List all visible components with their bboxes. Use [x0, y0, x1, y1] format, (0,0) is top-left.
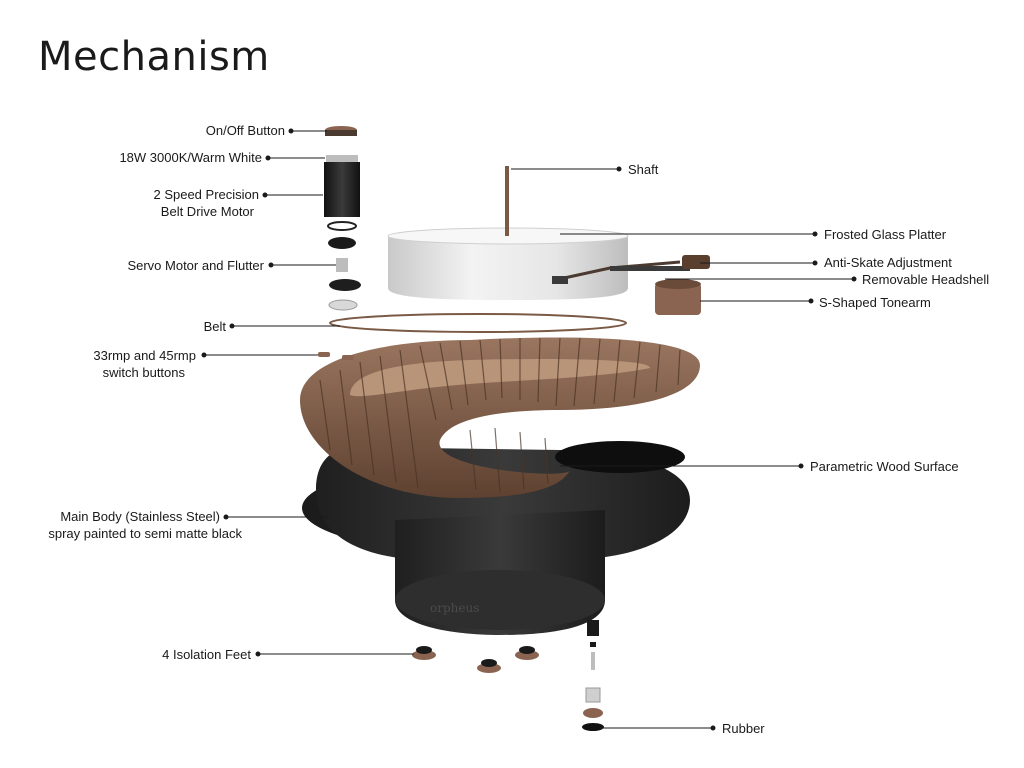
label-frosted-glass-platter: Frosted Glass Platter	[824, 227, 947, 242]
label-main-body-line-2: spray painted to semi matte black	[48, 526, 242, 541]
label-motor-line-2: Belt Drive Motor	[160, 204, 254, 219]
label-anti-skate: Anti-Skate Adjustment	[824, 255, 952, 270]
left-component-stack	[324, 126, 361, 311]
label-on-off-button: On/Off Button	[205, 123, 285, 138]
label-switch-line-1: 33rmp and 45rmp	[93, 348, 196, 363]
label-main-body-line-1: Main Body (Stainless Steel)	[60, 509, 220, 524]
tonearm-assembly	[552, 255, 710, 315]
label-switch-line-2: switch buttons	[102, 365, 185, 380]
shaft-illustration	[505, 166, 509, 236]
label-led: 18W 3000K/Warm White	[119, 150, 262, 165]
belt-illustration	[329, 313, 627, 333]
label-parametric-wood: Parametric Wood Surface	[810, 459, 959, 474]
switch-button-45	[342, 355, 354, 360]
label-isolation-feet: 4 Isolation Feet	[162, 647, 251, 662]
label-motor-line-1: 2 Speed Precision	[153, 187, 259, 202]
switch-button-33	[318, 352, 330, 357]
label-servo: Servo Motor and Flutter	[127, 258, 264, 273]
brand-mark: orpheus	[430, 601, 479, 615]
page-title: Mechanism	[38, 34, 270, 80]
label-belt: Belt	[203, 319, 226, 334]
rubber-foot-exploded	[582, 620, 604, 731]
label-removable-headshell: Removable Headshell	[862, 272, 990, 287]
glass-platter	[387, 227, 629, 300]
label-tonearm: S-Shaped Tonearm	[819, 295, 931, 310]
wood-surface	[300, 337, 700, 498]
label-shaft: Shaft	[628, 162, 659, 177]
isolation-feet	[412, 646, 539, 673]
leader-lines	[201, 128, 857, 731]
label-rubber: Rubber	[722, 721, 765, 736]
